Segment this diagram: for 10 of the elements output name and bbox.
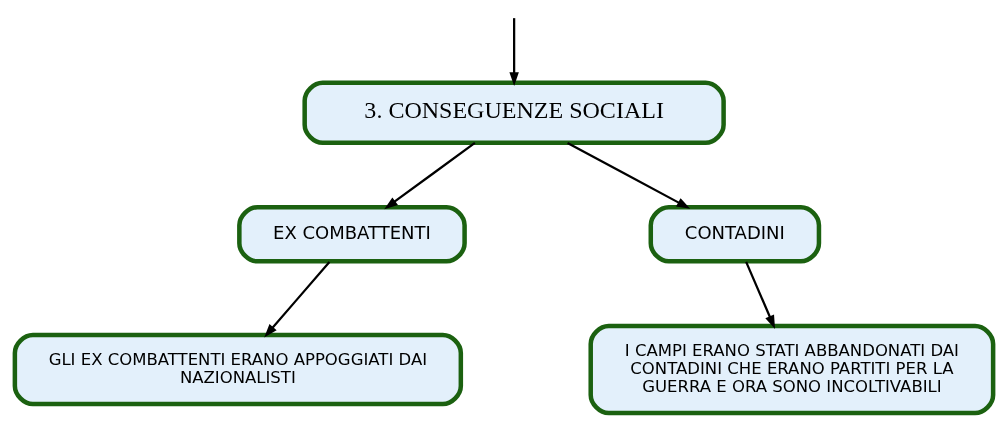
node-box: EX COMBATTENTI [237, 204, 467, 264]
arrow [745, 260, 776, 329]
node-box: CONTADINI [648, 204, 822, 264]
node-box: 3. CONSEGUENZE SOCIALI [302, 79, 726, 145]
node-box: I CAMPI ERANO STATI ABBANDONATI DAI CONTADINI CHE ERANO PARTITI PER LA GUERRA E ORA SONO INCOLTIVABILI [588, 323, 996, 415]
node-box: GLI EX COMBATTENTI ERANO APPOGGIATI DAI NAZIONALISTI [12, 332, 464, 406]
arrow [567, 141, 691, 209]
arrow [384, 141, 476, 209]
arrow [509, 17, 519, 86]
arrow [264, 260, 331, 337]
